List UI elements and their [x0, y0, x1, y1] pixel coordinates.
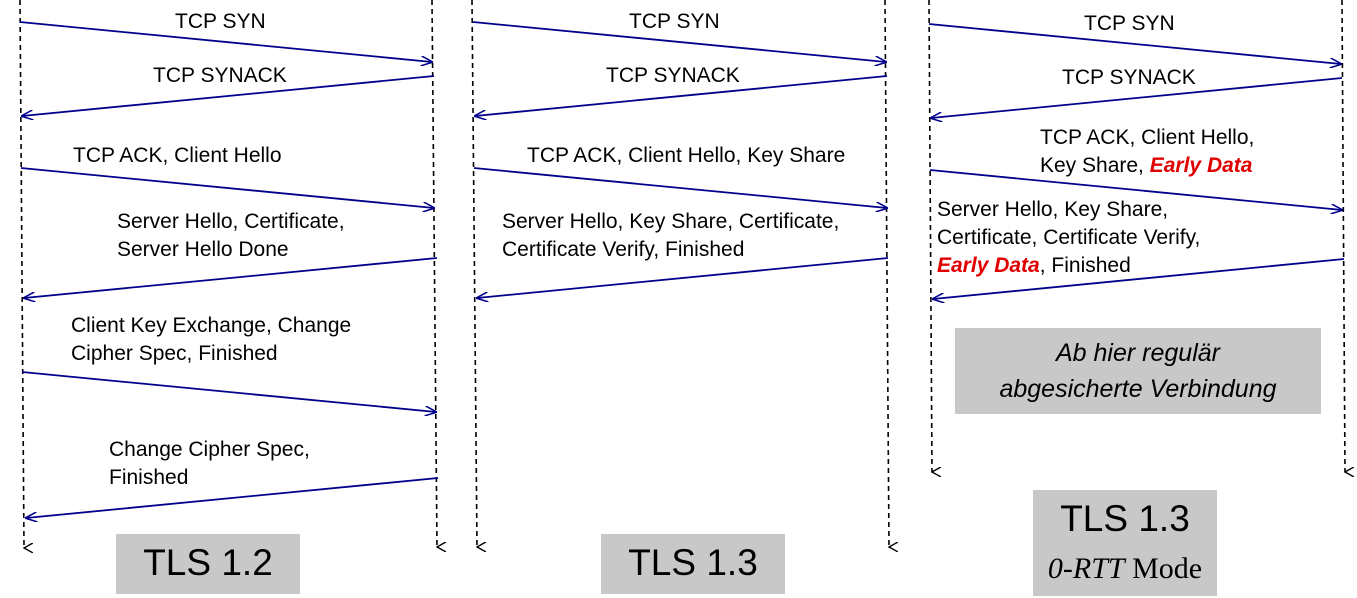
p1-msg-client-key-exchange-line2: Cipher Spec, Finished	[71, 342, 278, 365]
p3-note-box: Ab hier regulär abgesicherte Verbindung	[955, 328, 1321, 414]
p3-subtitle-0rtt: 0-RTT	[1047, 552, 1125, 585]
p3-title: TLS 1.3	[1060, 498, 1190, 539]
p3-key-share-text: Key Share,	[1040, 154, 1150, 177]
p2-msg-tcp-syn: TCP SYN	[629, 10, 720, 33]
p1-arrow-server-hello	[24, 257, 438, 298]
p3-server-lifeline	[1341, 0, 1345, 472]
p3-arrow-client-hello	[929, 169, 1342, 210]
p1-arrow-change-cipher-spec	[26, 477, 439, 518]
p2-msg-server-hello-line1: Server Hello, Key Share, Certificate,	[502, 210, 840, 233]
p3-note-line2: abgesicherte Verbindung	[999, 375, 1277, 403]
p1-msg-client-key-exchange-line1: Client Key Exchange, Change	[71, 314, 352, 337]
p3-msg-client-hello-line1: TCP ACK, Client Hello,	[1040, 126, 1255, 149]
p2-msg-server-hello-line2: Certificate Verify, Finished	[502, 238, 745, 261]
p3-early-data-client: Early Data	[1149, 154, 1253, 177]
p3-finished-text: , Finished	[1039, 254, 1131, 277]
p2-arrow-server-hello	[477, 257, 889, 298]
p1-msg-change-cipher-spec-line1: Change Cipher Spec,	[109, 438, 310, 461]
p1-msg-tcp-ack-client-hello: TCP ACK, Client Hello	[73, 144, 282, 167]
p1-msg-server-hello-line2: Server Hello Done	[117, 238, 289, 261]
p3-msg-server-hello-line2: Certificate, Certificate Verify,	[937, 226, 1201, 249]
p3-arrow-server-hello	[933, 258, 1345, 299]
p1-arrow-tcp-synack	[22, 75, 435, 116]
p1-server-lifeline	[431, 0, 437, 547]
p2-msg-tcp-ack-client-hello-key-share: TCP ACK, Client Hello, Key Share	[527, 144, 846, 167]
p3-msg-server-hello-line1: Server Hello, Key Share,	[937, 198, 1169, 221]
p3-msg-tcp-synack: TCP SYNACK	[1062, 66, 1196, 89]
p1-arrow-client-key-exchange	[21, 371, 436, 412]
p1-arrow-tcp-syn	[19, 21, 432, 62]
p3-arrow-tcp-synack	[931, 77, 1343, 118]
p1-msg-change-cipher-spec-line2: Finished	[109, 466, 189, 489]
p2-arrow-tcp-syn	[472, 21, 886, 62]
p2-arrow-tcp-synack	[475, 75, 888, 116]
p3-msg-tcp-syn: TCP SYN	[1084, 12, 1175, 35]
p2-arrow-client-hello	[473, 167, 887, 208]
p2-server-lifeline	[884, 0, 889, 547]
p1-client-lifeline	[19, 0, 24, 548]
p2-title: TLS 1.3	[628, 542, 758, 583]
p3-note-line1: Ab hier regulär	[1056, 339, 1220, 367]
p1-title: TLS 1.2	[143, 542, 273, 583]
p3-early-data-server: Early Data	[937, 254, 1040, 277]
p1-msg-tcp-syn: TCP SYN	[175, 10, 266, 33]
p2-msg-tcp-synack: TCP SYNACK	[606, 64, 740, 87]
p3-msg-client-hello-line2: Key Share, Early Data	[1040, 152, 1252, 180]
p3-title-box: TLS 1.3 0-RTT Mode	[1033, 490, 1217, 596]
p2-title-box: TLS 1.3	[601, 534, 785, 594]
p3-subtitle-mode: Mode	[1124, 552, 1203, 585]
p3-subtitle: 0-RTT Mode	[1033, 552, 1217, 586]
p3-client-lifeline	[928, 0, 932, 472]
p3-msg-server-hello-line3: Early Data, Finished	[937, 252, 1131, 280]
p1-msg-tcp-synack: TCP SYNACK	[153, 64, 287, 87]
p1-arrow-client-hello	[20, 167, 434, 208]
p1-msg-server-hello-line1: Server Hello, Certificate,	[117, 210, 345, 233]
p3-arrow-tcp-syn	[928, 23, 1341, 64]
p2-client-lifeline	[471, 0, 477, 547]
p1-title-box: TLS 1.2	[116, 534, 300, 594]
